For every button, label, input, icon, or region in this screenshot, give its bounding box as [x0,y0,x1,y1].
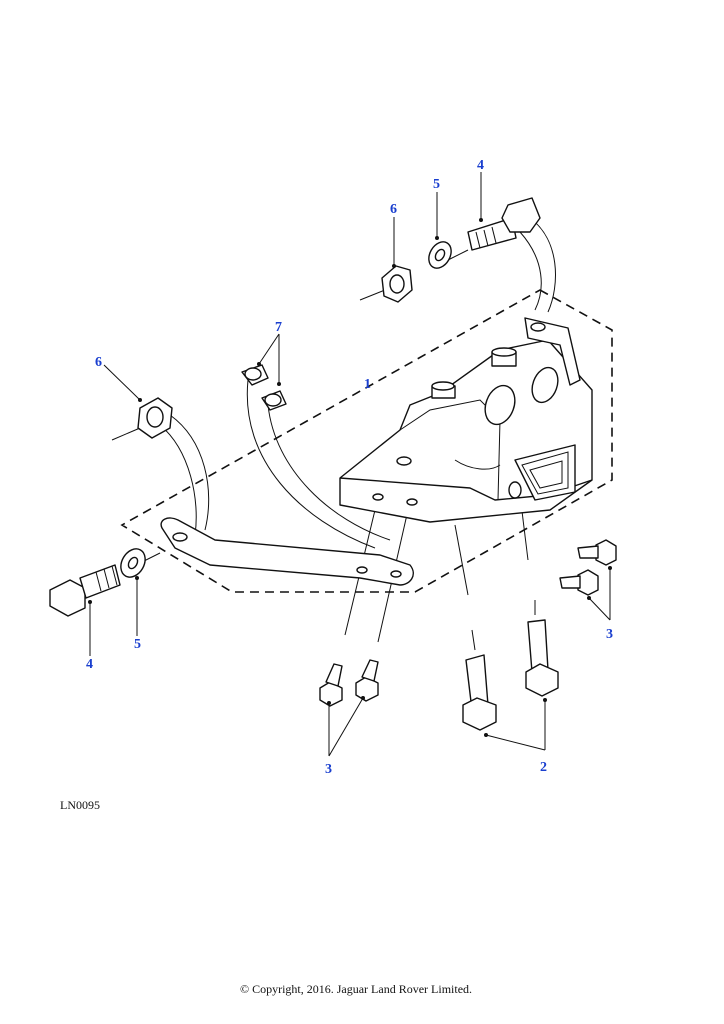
copyright-notice: © Copyright, 2016. Jaguar Land Rover Lim… [239,982,473,996]
callout-4-top: 4 [477,158,484,173]
callout-5-left: 5 [134,637,141,652]
assembly-boundary-outline [120,289,613,593]
right-small-bolts [559,539,617,596]
bottom-small-bolts [319,659,379,707]
top-washer [428,241,452,269]
top-flange-bolt [467,197,541,251]
callout-3-right: 3 [606,627,613,642]
callout-6-left: 6 [95,355,102,370]
support-strap [160,517,414,586]
left-washer [120,548,146,578]
tow-hitch-receiver-bracket [339,317,593,523]
top-flange-nut [381,265,413,303]
callout-leaders [88,172,612,757]
callout-2: 2 [540,760,547,775]
left-flange-bolt [49,564,121,617]
callout-3-bottom: 3 [325,762,332,777]
callout-4-left: 4 [86,657,93,672]
bottom-large-bolts [462,619,559,731]
left-flange-nut [137,397,173,439]
small-nuts [241,364,287,411]
callout-7: 7 [275,320,282,335]
callout-6-top: 6 [390,202,397,217]
diagram-reference-code: LN0095 [60,798,100,812]
callout-5-top: 5 [433,177,440,192]
callout-1: 1 [364,377,371,392]
